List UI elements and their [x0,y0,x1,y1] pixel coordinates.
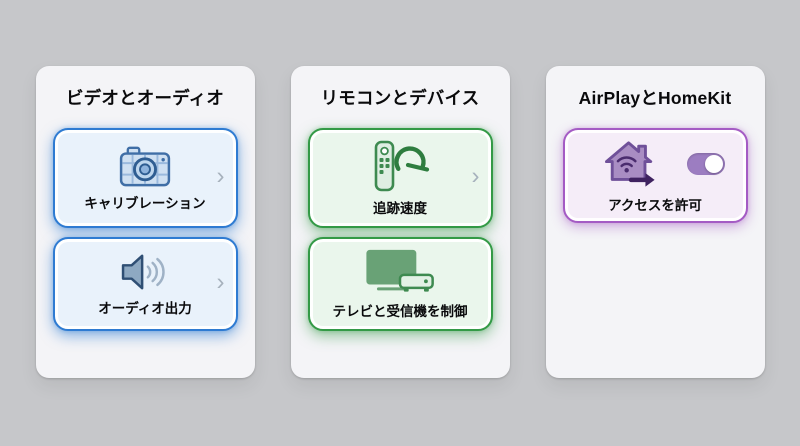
chevron-right-icon: › [471,162,480,190]
speaker-waves-icon [117,251,173,293]
card-remote-devices: リモコンとデバイス 追跡速度 › [290,66,510,378]
allow-access-label: アクセスを許可 [608,197,702,213]
card-title-remote-devices: リモコンとデバイス [320,88,480,108]
card-video-audio: ビデオとオーディオ [35,66,255,378]
control-tv-receiver-button[interactable]: テレビと受信機を制御 [307,237,493,331]
home-wifi-share-icon [603,138,659,190]
audio-output-button[interactable]: オーディオ出力 › [52,237,238,331]
camera-calibration-icon [118,144,172,188]
tv-receiver-icon [363,248,437,296]
control-tv-receiver-label: テレビと受信機を制御 [332,304,468,319]
icon-toggle-row [603,138,725,190]
chevron-right-icon: › [216,268,225,296]
calibration-label: キャリブレーション [84,196,206,211]
audio-output-label: オーディオ出力 [98,301,192,316]
chevron-right-icon: › [216,162,225,190]
card-title-airplay-homekit: AirPlayとHomeKit [578,88,732,108]
airplay-access-toggle[interactable] [687,152,725,175]
tracking-speed-label: 追跡速度 [373,201,427,216]
remote-gauge-icon [369,139,431,193]
card-title-video-audio: ビデオとオーディオ [65,88,225,108]
card-airplay-homekit: AirPlayとHomeKit [545,66,765,378]
allow-access-button[interactable]: アクセスを許可 [562,128,748,223]
calibration-button[interactable]: キャリブレーション › [52,128,238,228]
toggle-knob [705,154,723,173]
tracking-speed-button[interactable]: 追跡速度 › [307,128,493,228]
